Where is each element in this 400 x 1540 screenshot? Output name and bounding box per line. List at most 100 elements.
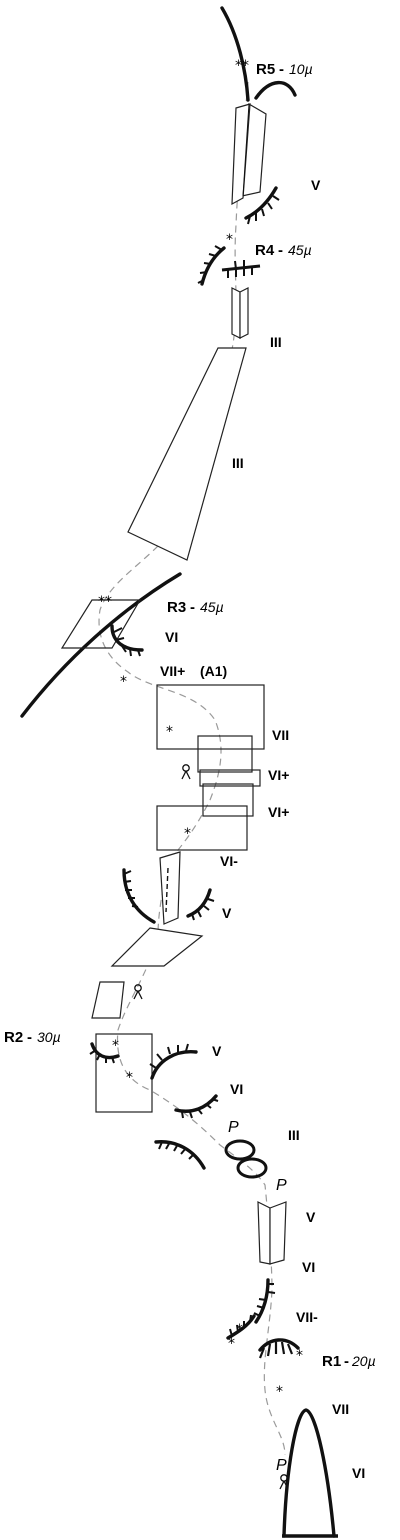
r3-star-below: *	[120, 674, 127, 690]
vii-minus-left-brush	[226, 1314, 256, 1340]
r4-label: R4	[255, 242, 275, 259]
r3-parallelogram	[60, 599, 142, 649]
r4-left-brush	[200, 246, 226, 286]
iii-bottom-brush-teeth	[158, 1141, 195, 1160]
vii-minus-label: VII-	[296, 1309, 318, 1325]
r2-size: 30µ	[37, 1029, 61, 1045]
r1-label: R1	[322, 1353, 341, 1370]
wedge-iii	[127, 347, 247, 561]
vii-minus-star-1: *	[228, 1336, 235, 1352]
r4-left-brush-teeth	[197, 245, 223, 284]
r2-v-brush-teeth	[149, 1043, 189, 1069]
block-v-top-front	[231, 103, 251, 206]
a1-box-4	[202, 783, 254, 817]
vi-minus-left-brush	[122, 868, 156, 924]
viplus-1-label: VI+	[268, 767, 289, 783]
r2-vi-brush-teeth	[181, 1098, 219, 1119]
r2-vi-brush	[174, 1094, 218, 1113]
iii-wedge-label: III	[232, 455, 244, 471]
v-bottom-label: V	[306, 1209, 316, 1225]
block-iii-small-left	[231, 287, 241, 339]
vii-a1-label: VII	[272, 727, 289, 743]
r5-sep: -	[279, 61, 284, 78]
r4-size: 45µ	[288, 242, 312, 258]
r1-star-1: *	[296, 1348, 303, 1364]
p-r1-label: P	[276, 1457, 287, 1474]
r2-sep: -	[27, 1029, 32, 1046]
r2-star-2: *	[126, 1070, 133, 1086]
r2-brush	[90, 1042, 120, 1060]
vi-r3-label: VI	[165, 629, 178, 645]
r3-diagonal-curve	[20, 572, 182, 718]
r1-fan	[258, 1338, 300, 1352]
p-lower-label: P	[276, 1177, 287, 1194]
vii-minus-vertical-brush-teeth	[253, 1283, 276, 1317]
vi-minus-left-brush-teeth	[123, 870, 139, 908]
r4-center-bar	[221, 264, 261, 272]
r1-arch	[282, 1408, 336, 1538]
r4-center-bar-teeth	[227, 260, 253, 278]
r5-size: 10µ	[289, 61, 313, 77]
r5-label: R5	[256, 61, 275, 78]
r2-v-brush	[150, 1050, 198, 1080]
viplus-2-label: VI+	[268, 804, 289, 820]
r3-size: 45µ	[200, 599, 224, 615]
r1-sep: -	[344, 1353, 349, 1370]
trajectory-path	[98, 81, 286, 1456]
r3-brush-teeth	[113, 627, 141, 657]
r3-label: R3	[167, 599, 186, 616]
vi-minus-right-brush-teeth	[191, 898, 215, 921]
r5-double-star: **	[235, 58, 249, 74]
iii-bottom-label: III	[288, 1127, 300, 1143]
a1-box-2	[197, 735, 253, 773]
v-mid-label: V	[222, 905, 232, 921]
block-v-bottom-left	[257, 1201, 271, 1265]
r5-short-curve	[254, 80, 297, 100]
r3-sep: -	[190, 599, 195, 616]
iii-small-label: III	[270, 334, 282, 350]
r1-star-2: *	[276, 1384, 283, 1400]
iii-bottom-brush	[154, 1140, 206, 1170]
person-icon-2	[133, 984, 143, 1000]
parallelogram-large	[110, 927, 204, 967]
r2-box	[95, 1033, 153, 1113]
block-v-bottom-right	[269, 1201, 287, 1265]
block-v-top-fold	[242, 103, 250, 197]
v-top-brush-teeth	[247, 195, 280, 225]
p-upper-label: P	[228, 1119, 239, 1136]
r4-sep: -	[278, 242, 283, 259]
a1-box-5-star: *	[184, 826, 191, 842]
vi-minus-right-brush	[186, 888, 212, 918]
oval-lower	[236, 1157, 268, 1179]
a1-box-large	[156, 684, 265, 750]
block-iii-small-right	[239, 287, 249, 339]
vii-minus-vertical-brush	[254, 1278, 270, 1324]
v-r2-label: V	[212, 1043, 222, 1059]
a1-label: (A1)	[200, 663, 227, 679]
oval-upper	[224, 1139, 256, 1161]
viiplus-label: VII+	[160, 663, 185, 679]
r5-long-curve	[220, 6, 250, 102]
a1-box-3	[199, 769, 261, 787]
r2-star-1: *	[112, 1038, 119, 1054]
r4-star: *	[226, 232, 233, 248]
person-icon	[181, 764, 191, 780]
vii-minus-left-brush-teeth	[229, 1314, 252, 1337]
r2-brush-teeth	[89, 1049, 115, 1064]
r3-brush	[110, 624, 144, 652]
r2-label: R2	[4, 1029, 23, 1046]
block-vi-minus	[159, 851, 181, 925]
a1-box-5	[156, 805, 248, 851]
r3-double-star: **	[98, 594, 112, 610]
vi-r1-label: VI	[352, 1465, 365, 1481]
a1-box-star: *	[166, 724, 173, 740]
r1-fan-ribs	[258, 1341, 294, 1359]
person-icon-3	[279, 1474, 289, 1490]
block-vi-minus-center	[165, 867, 169, 913]
vi-minus-label: VI-	[220, 853, 238, 869]
parallelogram-small	[91, 981, 125, 1019]
vii-r1-label: VII	[332, 1401, 349, 1417]
vi-bottom-label: VI	[302, 1259, 315, 1275]
vi-r2-label: VI	[230, 1081, 243, 1097]
